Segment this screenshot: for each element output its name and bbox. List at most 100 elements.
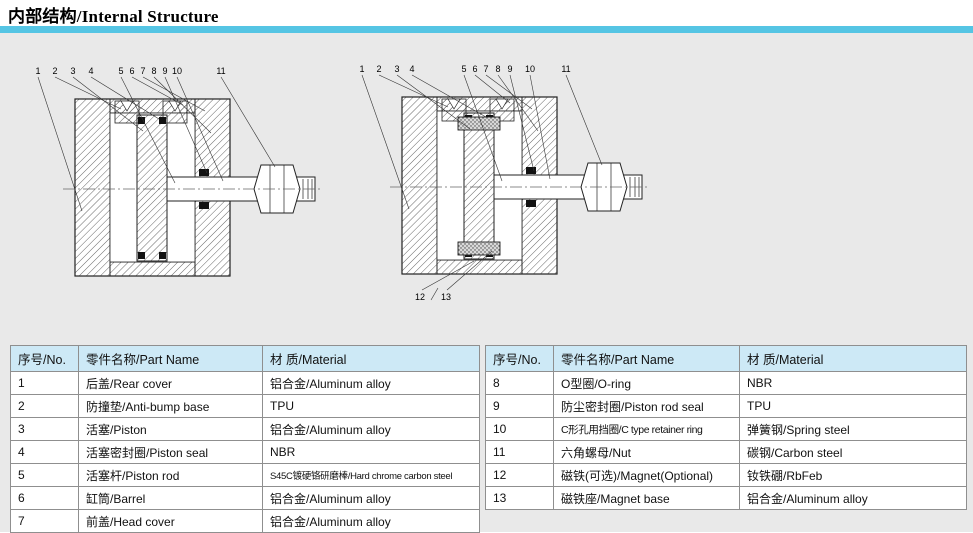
left-callout-10: 10	[172, 66, 182, 76]
right-callout-7: 7	[483, 64, 488, 74]
material-cell: 铝合金/Aluminum alloy	[739, 486, 967, 510]
right-callout-5: 5	[461, 64, 466, 74]
part-no-cell: 10	[485, 417, 554, 441]
right-callout-6: 6	[472, 64, 477, 74]
part-no-cell: 12	[485, 463, 554, 487]
anti-bump-pads	[441, 98, 515, 122]
part-name-cell: 六角螺母/Nut	[553, 440, 740, 464]
table-row: 10 C形孔用挡圈/C type retainer ring 弹簧钢/Sprin…	[485, 417, 967, 441]
part-name-cell: 缸筒/Barrel	[78, 486, 263, 510]
part-name-cell: 防尘密封圈/Piston rod seal	[553, 394, 740, 418]
table-row: 2 防撞垫/Anti-bump base TPU	[10, 394, 480, 418]
callout-leader-lines	[361, 74, 603, 301]
part-no-cell: 1	[10, 371, 79, 395]
table-row: 4 活塞密封圈/Piston seal NBR	[10, 440, 480, 464]
table-row: 6 缸筒/Barrel 铝合金/Aluminum alloy	[10, 486, 480, 510]
hex-nut	[253, 164, 301, 214]
table-row: 12 磁铁(可选)/Magnet(Optional) 钕铁硼/RbFeb	[485, 463, 967, 487]
part-name-cell: O型圈/O-ring	[553, 371, 740, 395]
part-name-cell: 后盖/Rear cover	[78, 371, 263, 395]
magnet	[457, 116, 501, 256]
table-header-row: 序号/No. 零件名称/Part Name 材 质/Material	[10, 345, 480, 372]
right-callout-1: 1	[359, 64, 364, 74]
callout-leader-lines	[37, 76, 276, 212]
content-area: 1 2 3 4 5 6 7 8 9 10 11	[0, 33, 973, 533]
material-cell: 铝合金/Aluminum alloy	[262, 417, 480, 441]
parts-table-right: 序号/No. 零件名称/Part Name 材 质/Material 8 O型圈…	[485, 345, 967, 510]
right-callout-10: 10	[525, 64, 535, 74]
material-cell: TPU	[262, 394, 480, 418]
cylinder-diagram-magnetic: 1 2 3 4 5 6 7 8 9 10 11 12 13	[359, 64, 650, 302]
table-row: 8 O型圈/O-ring NBR	[485, 371, 967, 395]
part-name-cell: 前盖/Head cover	[78, 509, 263, 533]
page-title: 内部结构/Internal Structure	[8, 7, 219, 26]
left-callout-2: 2	[52, 66, 57, 76]
material-cell: 碳钢/Carbon steel	[739, 440, 967, 464]
piston	[136, 114, 168, 262]
cylinder-diagram-basic: 1 2 3 4 5 6 7 8 9 10 11	[35, 66, 323, 277]
col-header-part-name: 零件名称/Part Name	[553, 345, 740, 372]
left-callout-1: 1	[35, 66, 40, 76]
callout-labels: 1 2 3 4 5 6 7 8 9 10 11	[35, 66, 225, 76]
material-cell: 铝合金/Aluminum alloy	[262, 486, 480, 510]
part-no-cell: 6	[10, 486, 79, 510]
right-callout-3: 3	[394, 64, 399, 74]
col-header-material: 材 质/Material	[739, 345, 967, 372]
part-name-cell: 活塞/Piston	[78, 417, 263, 441]
parts-table-left: 序号/No. 零件名称/Part Name 材 质/Material 1 后盖/…	[10, 345, 480, 533]
col-header-no: 序号/No.	[485, 345, 554, 372]
table-header-row: 序号/No. 零件名称/Part Name 材 质/Material	[485, 345, 967, 372]
material-cell: TPU	[739, 394, 967, 418]
right-callout-4: 4	[409, 64, 414, 74]
left-callout-9: 9	[162, 66, 167, 76]
part-name-cell: 活塞杆/Piston rod	[78, 463, 263, 487]
table-row: 13 磁铁座/Magnet base 铝合金/Aluminum alloy	[485, 486, 967, 510]
part-no-cell: 9	[485, 394, 554, 418]
right-callout-9: 9	[507, 64, 512, 74]
part-name-cell: C形孔用挡圈/C type retainer ring	[553, 417, 740, 441]
part-no-cell: 8	[485, 371, 554, 395]
header-strip: 内部结构/Internal Structure	[0, 0, 973, 26]
part-name-cell: 防撞垫/Anti-bump base	[78, 394, 263, 418]
material-cell: 钕铁硼/RbFeb	[739, 463, 967, 487]
part-no-cell: 13	[485, 486, 554, 510]
piston	[463, 112, 495, 260]
left-callout-3: 3	[70, 66, 75, 76]
right-callout-8: 8	[495, 64, 500, 74]
left-callout-11: 11	[216, 66, 225, 76]
part-no-cell: 7	[10, 509, 79, 533]
left-callout-7: 7	[140, 66, 145, 76]
part-name-cell: 磁铁座/Magnet base	[553, 486, 740, 510]
part-name-cell: 磁铁(可选)/Magnet(Optional)	[553, 463, 740, 487]
callout-labels: 1 2 3 4 5 6 7 8 9 10 11 12 13	[359, 64, 570, 302]
left-callout-8: 8	[151, 66, 156, 76]
material-cell: 铝合金/Aluminum alloy	[262, 371, 480, 395]
left-callout-6: 6	[129, 66, 134, 76]
col-header-part-name: 零件名称/Part Name	[78, 345, 263, 372]
part-name-cell: 活塞密封圈/Piston seal	[78, 440, 263, 464]
anti-bump-pads	[114, 100, 188, 124]
col-header-material: 材 质/Material	[262, 345, 480, 372]
table-row: 9 防尘密封圈/Piston rod seal TPU	[485, 394, 967, 418]
col-header-no: 序号/No.	[10, 345, 79, 372]
left-callout-5: 5	[118, 66, 123, 76]
table-row: 5 活塞杆/Piston rod S45C镀硬铬研磨棒/Hard chrome …	[10, 463, 480, 487]
right-callout-11: 11	[561, 64, 570, 74]
table-row: 3 活塞/Piston 铝合金/Aluminum alloy	[10, 417, 480, 441]
part-no-cell: 5	[10, 463, 79, 487]
accent-bar	[0, 26, 973, 33]
material-cell: 铝合金/Aluminum alloy	[262, 509, 480, 533]
part-no-cell: 4	[10, 440, 79, 464]
material-cell: S45C镀硬铬研磨棒/Hard chrome carbon steel	[262, 463, 480, 487]
material-cell: NBR	[739, 371, 967, 395]
table-row: 1 后盖/Rear cover 铝合金/Aluminum alloy	[10, 371, 480, 395]
right-callout-13: 13	[441, 292, 451, 302]
material-cell: NBR	[262, 440, 480, 464]
left-callout-4: 4	[88, 66, 93, 76]
right-callout-12: 12	[415, 292, 425, 302]
table-row: 11 六角螺母/Nut 碳钢/Carbon steel	[485, 440, 967, 464]
table-row: 7 前盖/Head cover 铝合金/Aluminum alloy	[10, 509, 480, 533]
part-no-cell: 2	[10, 394, 79, 418]
part-no-cell: 3	[10, 417, 79, 441]
right-callout-2: 2	[376, 64, 381, 74]
